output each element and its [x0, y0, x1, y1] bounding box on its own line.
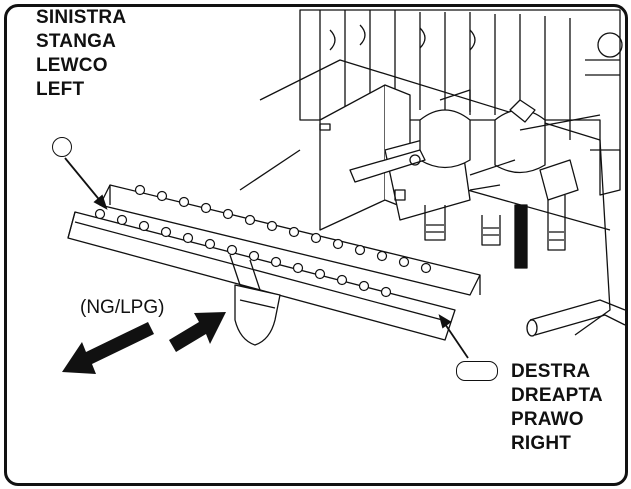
gas-type-label: (NG/LPG) — [80, 297, 165, 318]
left-side-label: SINISTRA STANGA LEWCO LEFT — [36, 6, 126, 102]
gas-inlet-fitting — [234, 284, 281, 346]
left-label-line: LEWCO — [36, 55, 108, 76]
right-oval-marker — [456, 361, 498, 381]
heat-exchanger — [299, 9, 623, 196]
inward-direction-arrow — [169, 312, 226, 352]
outlet-pipe — [526, 299, 626, 337]
right-side-label: DESTRA DREAPTA PRAWO RIGHT — [511, 360, 603, 456]
right-label-line: RIGHT — [511, 433, 572, 454]
right-label-line: DESTRA — [511, 361, 591, 382]
left-label-line: STANGA — [36, 31, 117, 52]
left-pointer-arrow — [64, 157, 108, 210]
left-label-line: LEFT — [36, 79, 85, 100]
right-pointer-arrow — [438, 314, 469, 359]
left-label-line: SINISTRA — [36, 7, 127, 28]
right-label-line: PRAWO — [511, 409, 584, 430]
burner-nozzles — [94, 184, 432, 298]
outward-direction-arrow — [62, 322, 154, 374]
gas-valve — [349, 89, 601, 269]
front-burner-bar — [67, 211, 456, 341]
right-label-line: DREAPTA — [511, 385, 603, 406]
left-circle-marker — [52, 137, 72, 157]
